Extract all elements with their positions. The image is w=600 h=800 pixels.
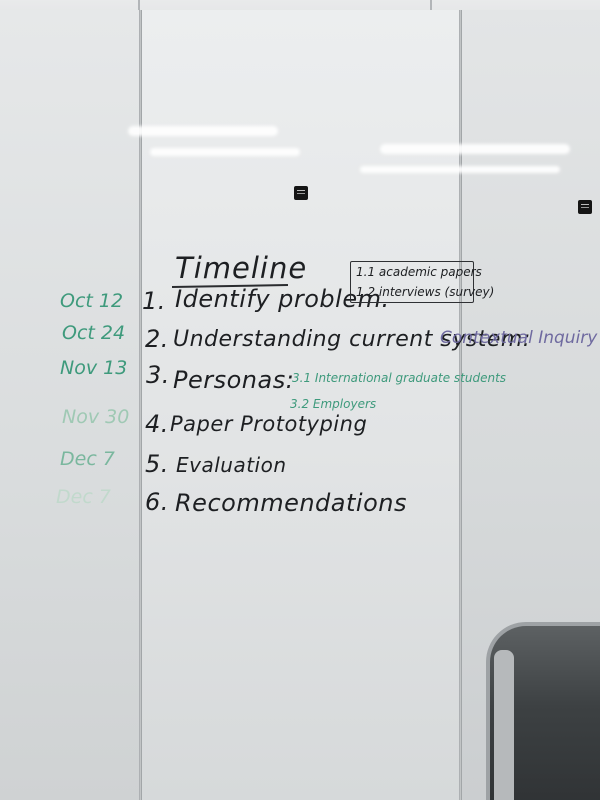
entry-text: Recommendations bbox=[175, 489, 407, 517]
light-reflection bbox=[128, 126, 278, 136]
light-reflection bbox=[380, 144, 570, 154]
light-reflection bbox=[150, 148, 300, 156]
entry-subitem: 1.2 interviews (survey) bbox=[356, 285, 495, 299]
entry-date: Nov 30 bbox=[62, 406, 130, 428]
entry-note: Contextual Inquiry bbox=[440, 328, 598, 348]
entry-subitem: 3.1 International graduate students bbox=[292, 371, 507, 385]
entry-subitem: 3.2 Employers bbox=[290, 397, 377, 411]
magnet-tag bbox=[578, 200, 592, 214]
entry-number: 6. bbox=[145, 488, 169, 516]
entry-text: Personas: bbox=[173, 366, 295, 394]
entry-text: Identify problem. bbox=[175, 285, 390, 313]
entry-date: Dec 7 bbox=[60, 448, 115, 470]
whiteboard-panel-center bbox=[142, 10, 460, 800]
magnet-tag bbox=[294, 186, 308, 200]
entry-text: Evaluation bbox=[176, 453, 287, 477]
entry-date: Dec 7 bbox=[56, 486, 111, 508]
panel-seam bbox=[459, 10, 462, 800]
entry-number: 3. bbox=[146, 361, 170, 389]
entry-number: 1. bbox=[142, 287, 166, 315]
entry-number: 5. bbox=[145, 450, 169, 478]
light-reflection bbox=[360, 166, 560, 173]
chair-frame bbox=[494, 650, 514, 800]
entry-text: Understanding current system: bbox=[173, 327, 531, 352]
entry-number: 4. bbox=[145, 410, 169, 438]
timeline-title: Timeline bbox=[175, 251, 308, 285]
whiteboard-panel-left bbox=[0, 10, 140, 800]
panel-seam bbox=[139, 10, 142, 800]
entry-date: Oct 24 bbox=[62, 322, 126, 344]
subitems-bracket bbox=[350, 261, 474, 303]
entry-text: Paper Prototyping bbox=[170, 412, 368, 436]
entry-subitem: 1.1 academic papers bbox=[356, 265, 482, 279]
entry-number: 2. bbox=[145, 325, 169, 353]
entry-date: Oct 12 bbox=[60, 290, 124, 312]
entry-date: Nov 13 bbox=[60, 357, 128, 379]
